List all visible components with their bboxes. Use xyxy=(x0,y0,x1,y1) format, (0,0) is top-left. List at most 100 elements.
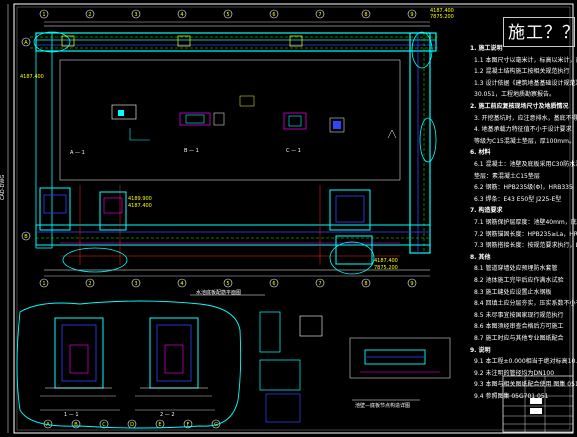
note-line: 9. 说明 xyxy=(470,346,491,354)
grid-top-9-label: 9 xyxy=(410,12,413,18)
grid-top-3-bubble xyxy=(131,9,141,19)
note-line: 6.3 焊条：E43 E50型 J225-E型 xyxy=(474,195,562,203)
elev-mid1: 4189.900 xyxy=(128,196,152,202)
note-line: 8. 其他 xyxy=(470,253,491,261)
note-line: 6. 材料 xyxy=(470,149,491,157)
grid-bottom-8-bubble xyxy=(361,278,371,288)
grid-axis-top: 1 2 3 4 5 6 7 8 9 xyxy=(39,9,417,19)
note-line: 8.1 管道穿墙处应预埋防水套管 xyxy=(474,265,558,273)
drawing-border xyxy=(13,3,574,434)
grid-bottom-6-bubble xyxy=(269,278,279,288)
note-line: 9.2 未注明的管径均为DN100 xyxy=(474,369,555,377)
grid-bottom-9-bubble xyxy=(407,278,417,288)
grid-top-5-bubble xyxy=(223,9,233,19)
grid-bottom-7-label: 7 xyxy=(318,281,321,287)
grid-top-5-label: 5 xyxy=(226,12,229,18)
note-line: 6.1 混凝土：池壁及底板采用C30防水混凝土，抗渗等级P6 xyxy=(474,161,577,168)
note-line: 8.3 施工缝处应设置止水钢板 xyxy=(474,288,552,296)
note-line: 1.3 设计依据《建筑地基基础设计规范》GB50007-2011 xyxy=(474,79,577,87)
grid-left-A-label: A xyxy=(24,40,28,46)
grid-left-B-bubble xyxy=(21,231,31,241)
grid-bottom-5-bubble xyxy=(223,278,233,288)
grid-top-4-bubble xyxy=(177,9,187,19)
drawing-title: 施工？？？ xyxy=(508,23,577,43)
grid-bottom-6-label: 6 xyxy=(272,281,275,287)
note-line: 3. 开挖基坑时，应注意排水，基底不得积水浸泡 xyxy=(474,114,577,122)
note-line: 7.1 钢筋保护层厚度：池壁40mm，底板40mm xyxy=(474,219,577,226)
grid-section-C-bubble xyxy=(99,419,109,429)
section-2-caption: 2 — 2 xyxy=(160,412,175,418)
plan-caption: 水池底板配筋平面图 xyxy=(196,290,242,296)
note-line: 6.2 钢筋：HPB235级(Φ)，HRB335 xyxy=(474,184,573,192)
note-line: 9.4 参照图集 05G701 051 xyxy=(474,393,549,400)
grid-section-C-label: C xyxy=(102,422,106,428)
grid-left-B-label: B xyxy=(24,234,28,240)
grid-bottom-7-bubble xyxy=(315,278,325,288)
note-line: 1.2 混凝土结构施工按相关规范执行 xyxy=(474,68,570,76)
grid-section-E-label: E xyxy=(158,422,161,428)
grid-bottom-4-label: 4 xyxy=(180,281,183,287)
note-line: 9.3 本图与相关图纸配合使用 图集 051 xyxy=(474,381,577,389)
grid-top-7-bubble xyxy=(315,9,325,19)
grid-bottom-3-bubble xyxy=(131,278,141,288)
grid-section-F-label: F xyxy=(187,422,190,428)
section-caption-b: B — 1 xyxy=(184,148,199,154)
grid-bottom-5-label: 5 xyxy=(226,281,229,287)
elev-left: 4187.400 xyxy=(20,74,44,80)
grid-bottom-2-bubble xyxy=(85,278,95,288)
grid-top-4-label: 4 xyxy=(180,12,183,18)
note-line: 4. 地基承载力特征值不小于设计要求 xyxy=(474,126,572,134)
grid-bottom-2-label: 2 xyxy=(88,281,91,287)
grid-bottom-1-label: 1 xyxy=(42,281,45,287)
elev-top-right-b: 7875.200 xyxy=(430,14,454,20)
note-line: 1.1 本图尺寸以毫米计，标高以米计，高程系统采用黄海高程 xyxy=(474,56,577,64)
note-line: 8.4 回填土应分层夯实，压实系数不小于0.94 xyxy=(474,300,577,308)
note-line: 8.7 施工时应与其他专业图纸配合 xyxy=(474,335,564,342)
section-1-caption: 1 — 1 xyxy=(64,412,79,418)
section-caption-a: A — 1 xyxy=(70,150,85,156)
note-line: 8.5 未尽事宜按国家现行规范执行 xyxy=(474,311,564,319)
grid-bottom-3-label: 3 xyxy=(134,281,137,287)
title-box xyxy=(503,17,575,47)
elev-mid2: 4187.400 xyxy=(128,203,152,209)
left-margin-text: CAD-DWG xyxy=(0,175,6,200)
grid-top-6-bubble xyxy=(269,9,279,19)
section-caption-c: C — 1 xyxy=(286,148,301,154)
grid-bottom-1-bubble xyxy=(39,278,49,288)
note-line: 等级为C15混凝土垫层，厚100mm。 xyxy=(474,137,575,145)
grid-left-A-bubble xyxy=(21,37,31,47)
note-line: 7.2 钢筋锚固长度：HPB235≥La，HRB335≥La xyxy=(474,230,577,238)
note-line: 2. 施工前应复核现场尺寸及地质情况 xyxy=(470,103,569,110)
note-line: 垫层：素混凝土C15垫层 xyxy=(474,172,540,180)
grid-top-7-label: 7 xyxy=(318,12,321,18)
elev-br1: 4187.400 xyxy=(374,258,398,264)
grid-axis-left: AB xyxy=(21,37,31,241)
grid-top-2-label: 2 xyxy=(88,12,91,18)
note-line: 9.1 本工程±0.000相当于绝对标高10.000m xyxy=(474,358,577,366)
grid-bottom-8-label: 8 xyxy=(364,281,367,287)
note-line: 8.6 本图须经审查合格后方可施工 xyxy=(474,323,564,331)
grid-section-G-bubble xyxy=(211,419,221,429)
note-line: 7. 构造要求 xyxy=(470,207,503,215)
grid-top-6-label: 6 xyxy=(272,12,275,18)
grid-bottom-4-bubble xyxy=(177,278,187,288)
grid-top-3-label: 3 xyxy=(134,12,137,18)
grid-section-B-bubble xyxy=(71,419,81,429)
grid-top-1-bubble xyxy=(39,9,49,19)
elev-br2: 7875.200 xyxy=(374,265,398,271)
section-details xyxy=(16,300,451,429)
note-line: 8.2 池体施工完毕后应作满水试验 xyxy=(474,277,564,284)
grid-section-B-label: B xyxy=(74,422,78,428)
drawing-inner-border xyxy=(16,6,571,431)
note-line: 1. 施工说明 xyxy=(470,45,503,52)
note-line: 30.051，工程地质勘察报告。 xyxy=(474,91,555,99)
grid-top-8-bubble xyxy=(361,9,371,19)
grid-bottom-9-label: 9 xyxy=(410,281,413,287)
title-block xyxy=(502,375,574,433)
elev-top-right: 4187.400 xyxy=(430,8,454,14)
grid-top-8-label: 8 xyxy=(364,12,367,18)
grid-top-2-bubble xyxy=(85,9,95,19)
grid-top-1-label: 1 xyxy=(42,12,45,18)
